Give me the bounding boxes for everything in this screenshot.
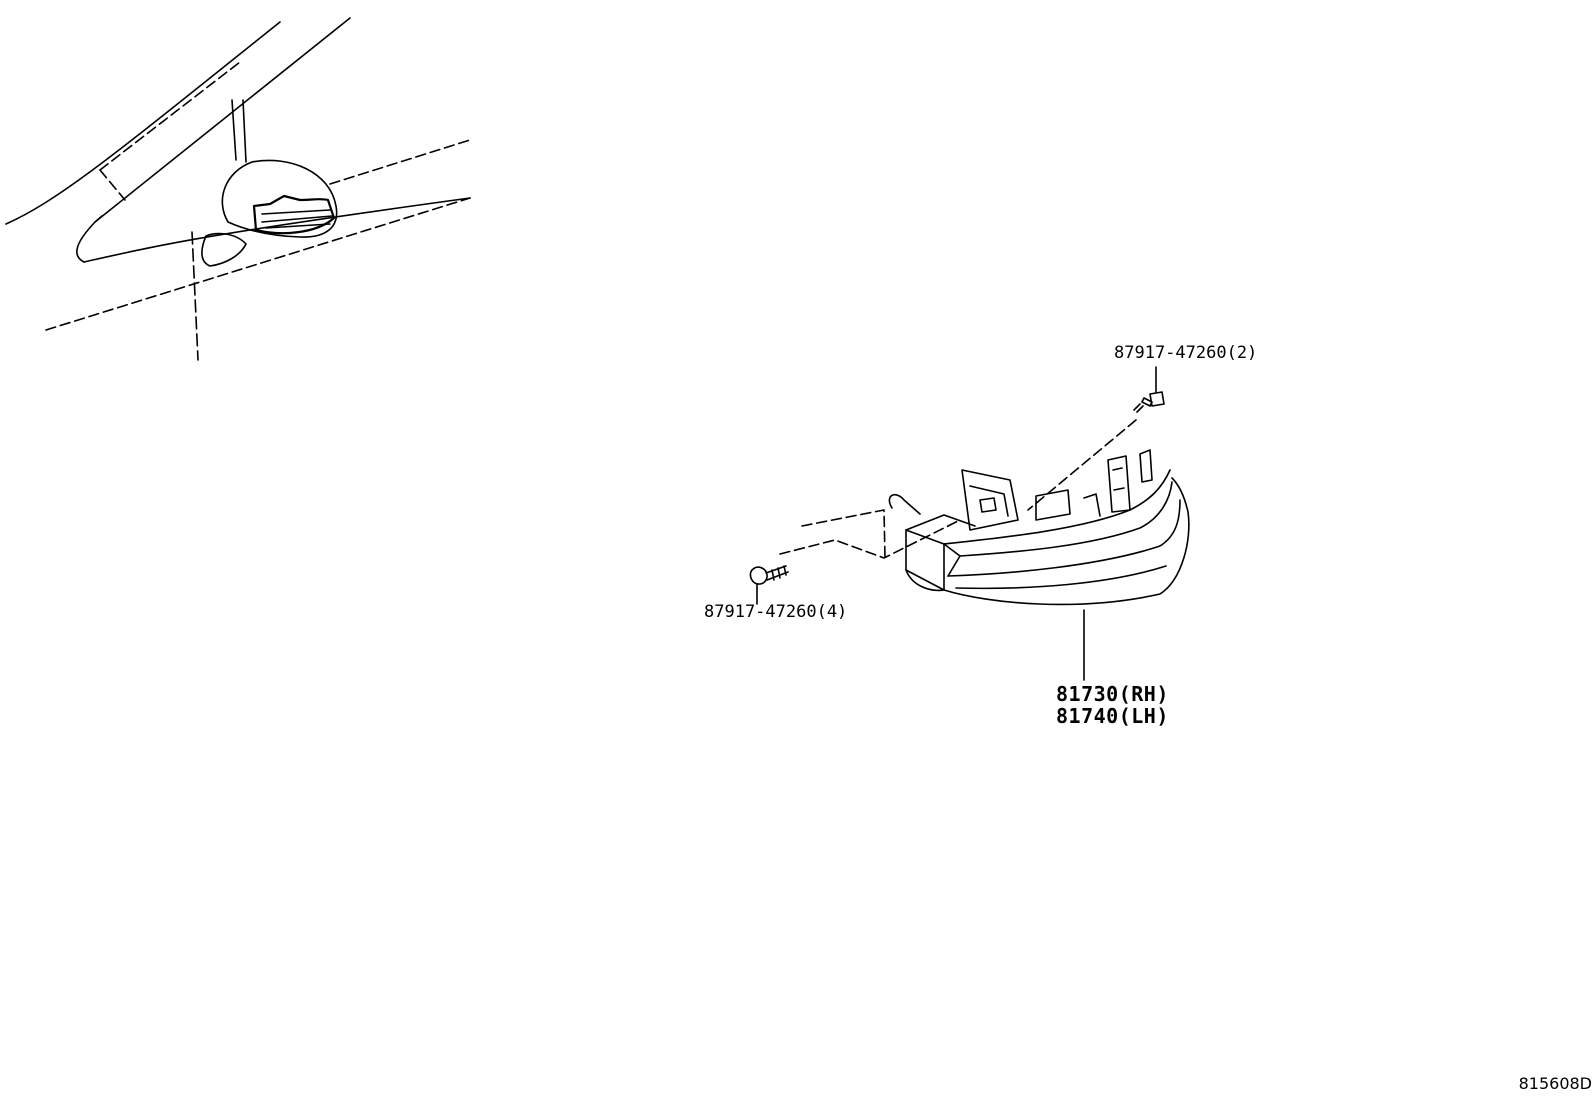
vehicle-context-view — [5, 17, 471, 361]
upper-screw-part-number: 87917-47260(2) — [1114, 343, 1258, 363]
lower-screw-part-number: 87917-47260(4) — [704, 602, 848, 622]
screw-lower — [749, 565, 789, 605]
lamp-part-number-rh: 81730(RH) — [1056, 682, 1169, 706]
screw-upper — [1133, 366, 1165, 413]
illustration-id: 815608D — [1518, 1074, 1592, 1093]
lamp-part-number-lh: 81740(LH) — [1056, 704, 1169, 728]
assembly-leader-lines — [779, 419, 1137, 559]
side-turn-lamp-assembly — [888, 449, 1190, 681]
